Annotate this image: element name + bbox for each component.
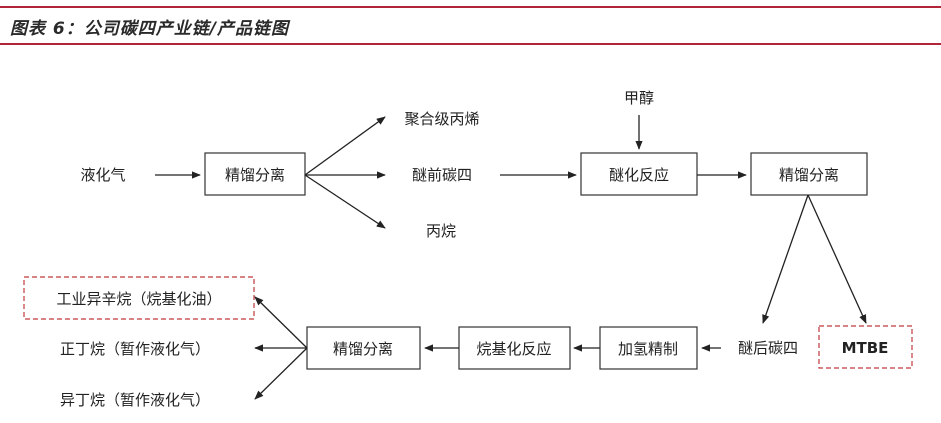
arrow-distill3-to-isobutane bbox=[254, 347, 308, 400]
arrow-distill1-to-propane bbox=[304, 174, 386, 229]
arrow-distill2-to-post-ether-c4 bbox=[762, 194, 809, 324]
box-distill-2-label: 精馏分离 bbox=[779, 166, 839, 184]
box-etherification-label: 醚化反应 bbox=[609, 166, 669, 184]
node-out-polypropylene: 聚合级丙烯 bbox=[404, 110, 479, 128]
box-mtbe bbox=[818, 325, 913, 369]
box-hydrogenation-label: 加氢精制 bbox=[618, 340, 678, 358]
title-bottom-rule bbox=[0, 43, 941, 45]
box-alkylation-label: 烷基化反应 bbox=[476, 340, 551, 358]
arrow-distill3-to-isooctane bbox=[254, 296, 308, 349]
box-distill-3-label: 精馏分离 bbox=[333, 340, 393, 358]
arrow-distill1-to-polypropylene bbox=[304, 116, 386, 176]
node-out-propane: 丙烷 bbox=[426, 222, 456, 240]
box-hydrogenation bbox=[599, 326, 698, 370]
box-distill-1-label: 精馏分离 bbox=[225, 166, 285, 184]
node-out-n-butane: 正丁烷（暂作液化气） bbox=[60, 340, 210, 358]
box-distill-2 bbox=[750, 152, 868, 196]
node-out-ether-pre-c4: 醚前碳四 bbox=[412, 166, 472, 184]
node-input-lpg: 液化气 bbox=[80, 166, 125, 184]
box-distill-1 bbox=[204, 152, 306, 196]
box-mtbe-label: MTBE bbox=[842, 339, 889, 357]
title-top-rule bbox=[0, 6, 941, 8]
box-etherification bbox=[580, 152, 698, 196]
box-isooctane bbox=[23, 276, 255, 320]
figure-title: 图表 6：公司碳四产业链/产品链图 bbox=[10, 19, 289, 39]
node-out-post-ether-c4: 醚后碳四 bbox=[738, 339, 798, 357]
node-out-isobutane: 异丁烷（暂作液化气） bbox=[60, 391, 210, 409]
node-out-isooctane: 工业异辛烷（烷基化油） bbox=[56, 290, 221, 308]
arrow-distill2-to-mtbe bbox=[807, 194, 867, 324]
node-input-methanol: 甲醇 bbox=[624, 89, 654, 107]
